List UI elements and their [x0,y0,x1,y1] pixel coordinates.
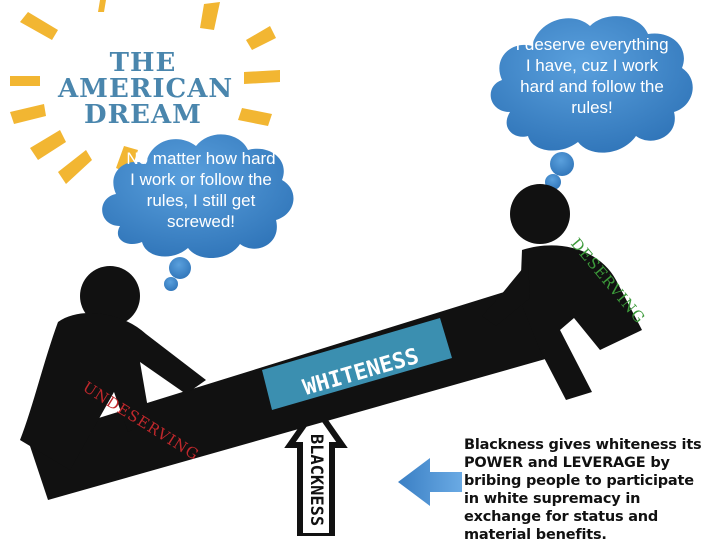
left-thought-text: No matter how hard I work or follow the … [126,149,276,231]
left-figure [20,266,206,470]
right-thought-text: I deserve everything I have, cuz I work … [515,35,669,117]
sunburst-rays [10,0,280,184]
left-arrow [398,458,462,506]
left-thought-cloud [102,134,294,291]
right-thought-cloud [490,16,693,190]
whiteness-band [262,318,452,410]
seesaw-bar [28,284,556,500]
title-line-1: THE [109,48,177,78]
title-line-2: AMERICAN [58,74,234,104]
blackness-label: BLACKNESS [306,433,326,527]
title-line-3: DREAM [84,100,202,130]
caption-text: Blackness gives whiteness its POWER and … [464,437,702,543]
blackness-fulcrum [284,402,348,536]
right-figure [482,184,642,400]
